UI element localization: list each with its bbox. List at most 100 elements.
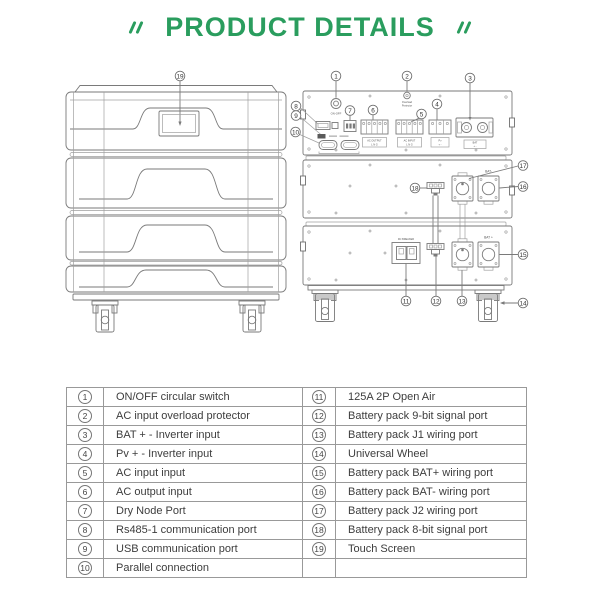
table-row: 2 AC input overload protector 12 Battery… xyxy=(66,406,527,426)
svg-text:6: 6 xyxy=(371,107,375,114)
pv-terminal: Pv + - xyxy=(428,119,452,148)
panel-notch xyxy=(509,117,515,128)
svg-text:L N G: L N G xyxy=(406,144,412,147)
legend-table: 1 ON/OFF circular switch 11 125A 2P Open… xyxy=(66,387,527,578)
item-label: ON/OFF circular switch xyxy=(103,387,303,407)
legend: 1 ON/OFF circular switch 11 125A 2P Open… xyxy=(66,387,527,578)
inter-panel-wires xyxy=(432,195,466,244)
svg-text:3: 3 xyxy=(468,75,472,82)
bat-terminal: BAT + - xyxy=(455,117,494,149)
callout-17: 17 xyxy=(517,160,529,171)
item-number-badge: 16 xyxy=(312,485,326,499)
item-label: AC output input xyxy=(103,482,303,502)
universal-wheel-left xyxy=(311,289,339,322)
item-label: Pv + - Inverter input xyxy=(103,444,303,464)
on-off-switch: ON-OFF xyxy=(330,98,342,116)
item-number-badge: 18 xyxy=(312,523,326,537)
panel-notch xyxy=(300,241,306,252)
callout-6: 6 xyxy=(367,104,379,116)
item-number-badge: 19 xyxy=(312,542,326,556)
item-number-badge: 4 xyxy=(78,447,92,461)
ac-input-terminal: AC INPUT L N G xyxy=(395,119,424,148)
item-label: Parallel connection xyxy=(103,558,303,578)
item-number-badge: 15 xyxy=(312,466,326,480)
item-label: USB communication port xyxy=(103,539,303,559)
touch-screen xyxy=(158,110,200,137)
item-number-badge: 2 xyxy=(78,409,92,423)
callout-7: 7 xyxy=(344,105,356,116)
ac-output-terminal: AC OUTPUT L N G xyxy=(360,119,389,148)
callout-15: 15 xyxy=(517,249,529,260)
table-row: 4 Pv + - Inverter input 14 Universal Whe… xyxy=(66,444,527,464)
page-header: PRODUCT DETAILS xyxy=(0,12,600,43)
table-row: 8 Rs485-1 communication port 18 Battery … xyxy=(66,520,527,540)
touch-screen-display xyxy=(162,114,196,133)
item-label: 125A 2P Open Air xyxy=(335,387,527,407)
callout-11: 11 xyxy=(400,295,412,307)
rs485-db9-ports xyxy=(318,140,360,150)
callout-12: 12 xyxy=(430,295,442,307)
svg-text:AC INPUT: AC INPUT xyxy=(404,140,416,143)
callout-18: 18 xyxy=(409,182,421,194)
table-row: 6 AC output input 16 Battery pack BAT- w… xyxy=(66,482,527,502)
empty-cell xyxy=(302,558,336,578)
arrowhead xyxy=(500,301,505,305)
bat-minus-port: BAT- xyxy=(477,170,500,205)
arrowhead xyxy=(178,121,182,126)
table-row: 5 AC input input 15 Battery pack BAT+ wi… xyxy=(66,463,527,483)
item-number-badge: 8 xyxy=(78,523,92,537)
item-number-badge: 9 xyxy=(78,542,92,556)
svg-text:15: 15 xyxy=(519,252,527,259)
svg-text:12: 12 xyxy=(432,298,440,305)
item-label: BAT + - Inverter input xyxy=(103,425,303,445)
svg-text:+ -: + - xyxy=(474,145,477,148)
unit-module-3 xyxy=(65,215,287,261)
panel-notch xyxy=(300,175,306,186)
item-label: Battery pack 8-bit signal port xyxy=(335,520,527,540)
svg-text:DC BREAKER: DC BREAKER xyxy=(398,238,414,241)
stack-seam xyxy=(69,210,283,215)
svg-text:+ -: + - xyxy=(439,144,442,147)
bat-plus-port: BAT + xyxy=(477,236,500,271)
callout-14: 14 xyxy=(517,297,529,309)
svg-text:1: 1 xyxy=(334,73,338,80)
diagram-svg: 19 xyxy=(65,70,529,333)
dc-breaker: DC BREAKER xyxy=(391,238,421,264)
unit-module-2 xyxy=(65,157,287,209)
panel-seam xyxy=(305,221,507,227)
item-label: Battery pack J2 wiring port xyxy=(335,501,527,521)
svg-text:13: 13 xyxy=(458,298,466,305)
item-label: Battery pack BAT+ wiring port xyxy=(335,463,527,483)
parallel-bracket xyxy=(318,151,360,154)
svg-text:2: 2 xyxy=(405,73,409,80)
on-off-label: ON-OFF xyxy=(331,112,342,116)
item-number-badge: 17 xyxy=(312,504,326,518)
item-number-badge: 11 xyxy=(312,390,326,404)
caster-wheel-right xyxy=(238,300,266,333)
overload-protector: Overload Protector xyxy=(402,91,413,107)
callout-9: 9 xyxy=(290,110,302,121)
item-number-badge: 12 xyxy=(312,409,326,423)
item-label: AC input input xyxy=(103,463,303,483)
dry-node-port xyxy=(343,120,357,132)
item-number-badge: 7 xyxy=(78,504,92,518)
stack-seam xyxy=(69,261,283,266)
svg-text:Pv: Pv xyxy=(439,140,443,143)
usb-port xyxy=(317,134,326,139)
unit-top-lid xyxy=(74,85,278,93)
item-label: Battery pack 9-bit signal port xyxy=(335,406,527,426)
svg-text:Overload: Overload xyxy=(402,101,413,104)
svg-text:Protector: Protector xyxy=(402,104,412,107)
callout-1: 1 xyxy=(330,70,342,82)
item-number-badge: 3 xyxy=(78,428,92,442)
product-diagrams: 19 xyxy=(0,58,600,388)
item-number-badge: 6 xyxy=(78,485,92,499)
item-number-badge: 1 xyxy=(78,390,92,404)
decorative-slashes-right xyxy=(456,20,472,35)
comm-ports-cluster xyxy=(315,121,360,154)
svg-text:14: 14 xyxy=(519,300,527,307)
item-number-badge: 5 xyxy=(78,466,92,480)
callout-10: 10 xyxy=(290,126,301,138)
item-label: Battery pack BAT- wiring port xyxy=(335,482,527,502)
callout-13: 13 xyxy=(456,295,468,307)
